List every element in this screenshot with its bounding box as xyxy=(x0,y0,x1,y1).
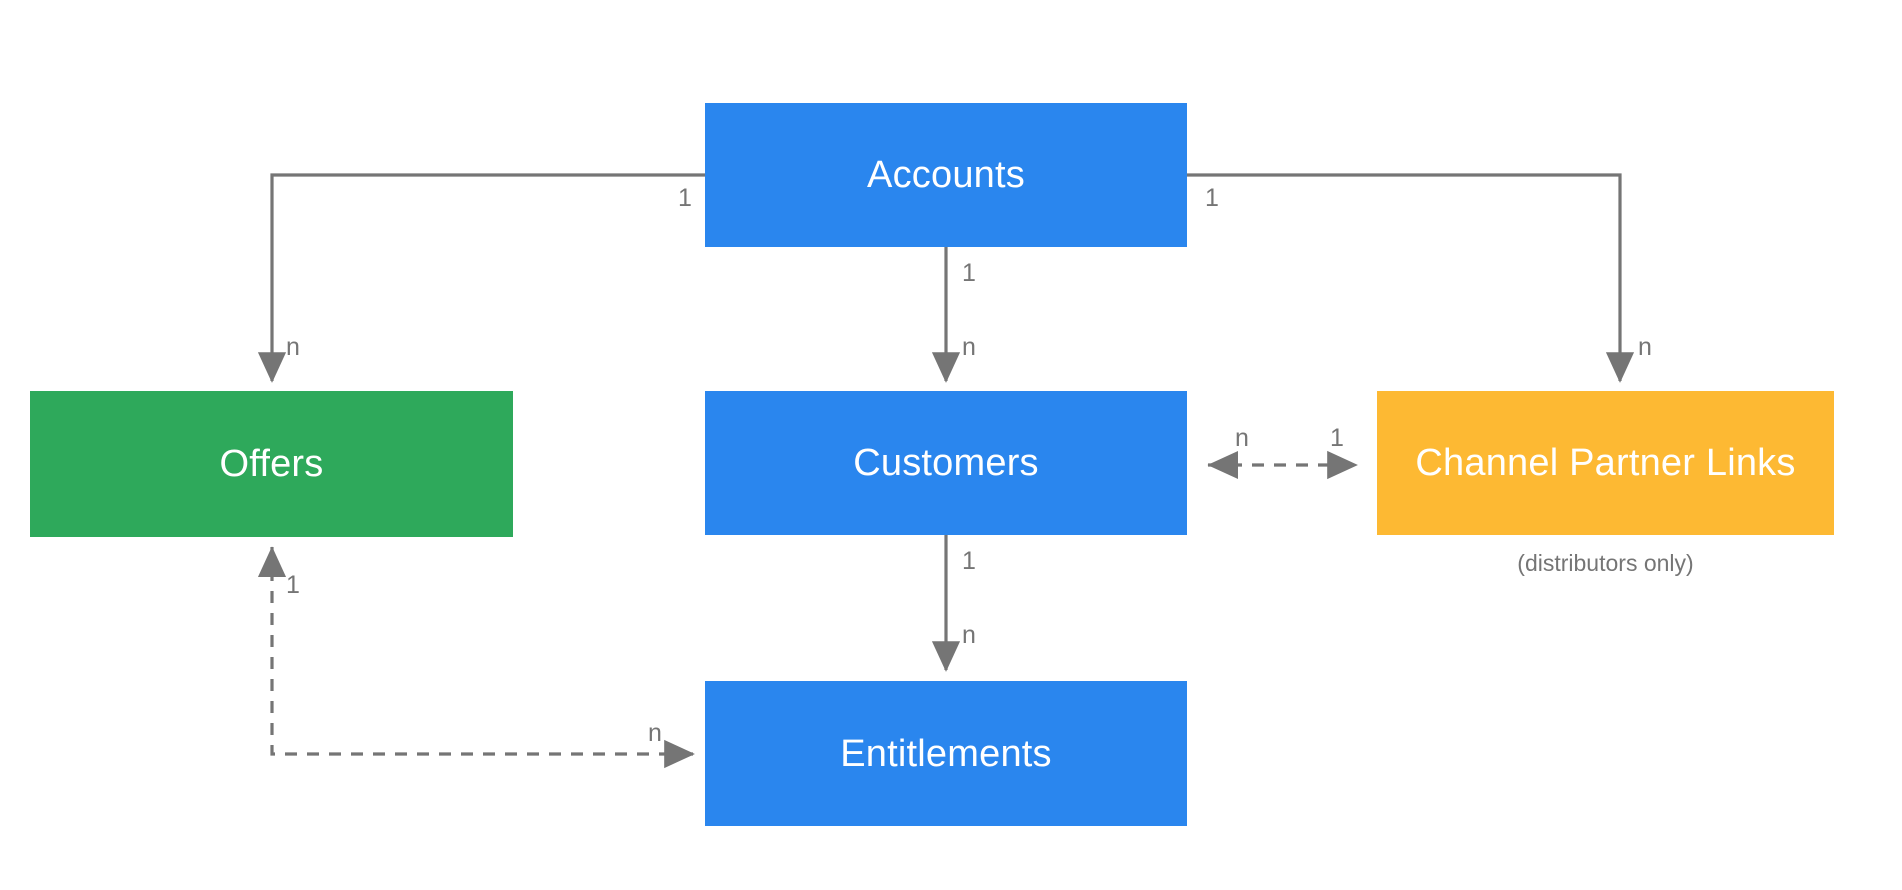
edge-accounts-offers xyxy=(257,173,705,383)
edge-label-accounts-offers-many: n xyxy=(286,333,300,361)
node-accounts[interactable]: Accounts xyxy=(705,103,1187,247)
edge-label-accounts-customers-many: n xyxy=(962,333,976,361)
node-entitlements[interactable]: Entitlements xyxy=(705,681,1187,826)
edge-label-customers-entitlements-many: n xyxy=(962,621,976,649)
node-accounts-label: Accounts xyxy=(867,154,1025,196)
edge-label-customers-channel-partner-links-one: 1 xyxy=(1330,424,1344,452)
node-offers[interactable]: Offers xyxy=(30,391,513,537)
node-offers-label: Offers xyxy=(219,443,324,485)
node-channel-partner-links-label: Channel Partner Links xyxy=(1415,442,1796,484)
edge-label-customers-channel-partner-links-many: n xyxy=(1235,424,1249,452)
node-channel-partner-links[interactable]: Channel Partner Links xyxy=(1377,391,1834,535)
edge-label-customers-entitlements-one: 1 xyxy=(962,547,976,575)
edge-accounts-channel-partner-links xyxy=(1187,173,1635,383)
edge-label-accounts-customers-one: 1 xyxy=(962,259,976,287)
edge-offers-entitlements xyxy=(257,546,695,769)
edge-label-offers-entitlements-one: 1 xyxy=(286,571,300,599)
edge-label-accounts-channel-partner-links-one: 1 xyxy=(1205,184,1219,212)
node-channel-partner-links-caption: (distributors only) xyxy=(1517,550,1694,576)
edge-label-offers-entitlements-many: n xyxy=(648,719,662,747)
edge-label-accounts-offers-one: 1 xyxy=(678,184,692,212)
node-customers[interactable]: Customers xyxy=(705,391,1187,535)
node-entitlements-label: Entitlements xyxy=(840,732,1052,775)
edge-label-accounts-channel-partner-links-many: n xyxy=(1638,333,1652,361)
node-customers-label: Customers xyxy=(853,442,1039,484)
